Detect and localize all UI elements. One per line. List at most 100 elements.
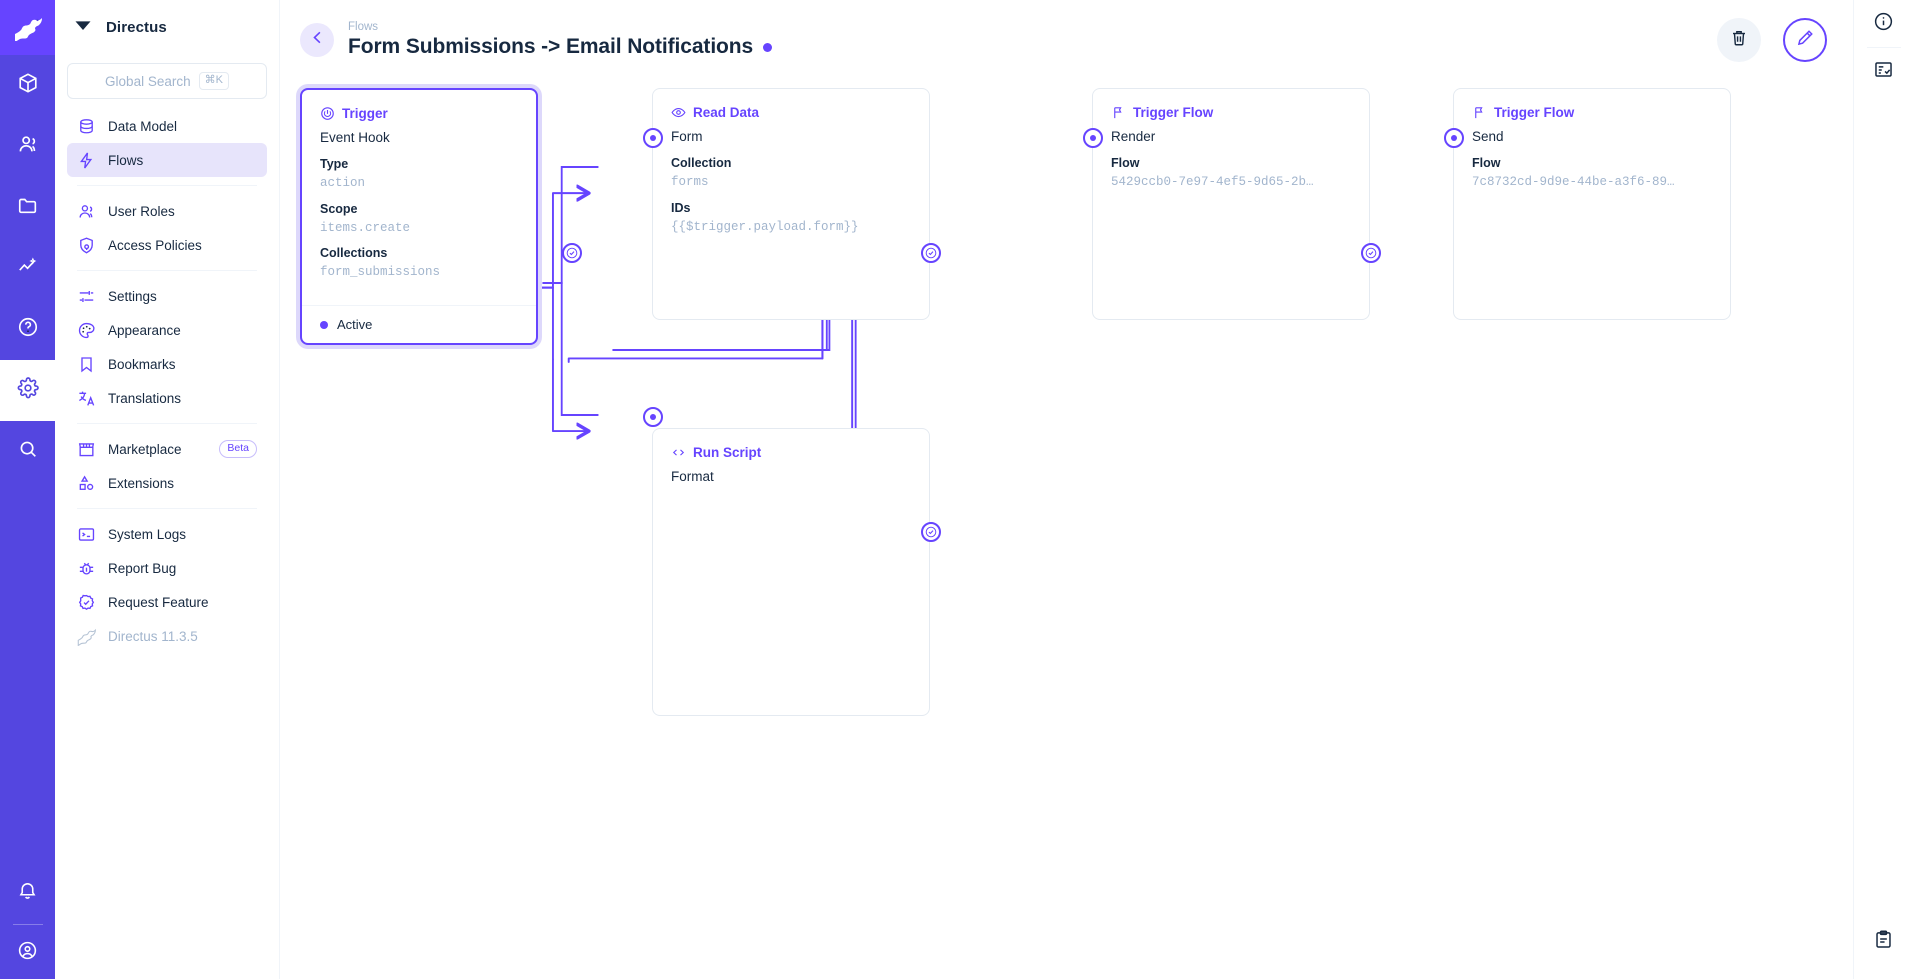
sidebar-divider xyxy=(77,508,257,509)
sidebar-item-bookmarks[interactable]: Bookmarks xyxy=(67,347,267,381)
rail-item-account[interactable] xyxy=(0,927,55,979)
node-body: Form Collection forms IDs {{$trigger.pay… xyxy=(653,120,929,260)
sidebar-item-flows[interactable]: Flows xyxy=(67,143,267,177)
info-circle-icon xyxy=(1873,11,1894,37)
port-trigger-flow-render-input[interactable] xyxy=(1083,128,1103,148)
sidebar-item-report-bug[interactable]: Report Bug xyxy=(67,551,267,585)
bolt-icon xyxy=(77,151,96,170)
sidebar-item-user-roles[interactable]: User Roles xyxy=(67,194,267,228)
field-key: Collections xyxy=(320,246,388,260)
user-circle-icon xyxy=(17,940,38,966)
sidebar-item-label: Access Policies xyxy=(108,237,202,253)
node-name: Form xyxy=(671,129,703,144)
port-dot xyxy=(1451,135,1457,141)
pencil-icon xyxy=(1795,28,1815,53)
rail-item-notifications[interactable] xyxy=(0,861,55,922)
sidebar-item-request-feature[interactable]: Request Feature xyxy=(67,585,267,619)
gear-icon xyxy=(17,377,39,404)
sidebar-item-extensions[interactable]: Extensions xyxy=(67,466,267,500)
port-trigger-resolve[interactable] xyxy=(562,243,582,263)
analytics-icon xyxy=(17,255,39,282)
shapes-icon xyxy=(77,474,96,493)
info-panel-button[interactable] xyxy=(1854,0,1913,47)
delete-flow-button[interactable] xyxy=(1717,18,1761,62)
shield-lock-icon xyxy=(77,236,96,255)
node-type-header: Trigger Flow xyxy=(1454,89,1730,120)
sidebar-item-label: Appearance xyxy=(108,322,181,338)
directus-rabbit-logo[interactable] xyxy=(0,0,55,55)
sidebar-item-label: System Logs xyxy=(108,526,187,542)
rail-item-insights-module[interactable] xyxy=(0,238,55,299)
rail-item-files-module[interactable] xyxy=(0,177,55,238)
breadcrumb[interactable]: Flows xyxy=(348,20,379,33)
port-dot xyxy=(1090,135,1096,141)
page-title: Form Submissions -> Email Notifications xyxy=(348,35,754,59)
sidebar-item-settings[interactable]: Settings xyxy=(67,279,267,313)
node-body: Format xyxy=(653,460,929,511)
power-circle-icon xyxy=(320,106,335,121)
rail-item-search-module[interactable] xyxy=(0,421,55,482)
node-type-label: Trigger Flow xyxy=(1494,105,1575,120)
sidebar-item-access-policies[interactable]: Access Policies xyxy=(67,228,267,262)
edit-flow-button[interactable] xyxy=(1783,18,1827,62)
rail-item-settings-module[interactable] xyxy=(0,360,55,421)
port-run-script-input[interactable] xyxy=(643,407,663,427)
field-key: IDs xyxy=(671,200,691,215)
status-dot-icon xyxy=(320,320,328,329)
logs-panel-button[interactable] xyxy=(1854,48,1913,95)
bug-icon xyxy=(77,559,96,578)
storefront-icon xyxy=(77,440,96,459)
sidebar-divider xyxy=(77,423,257,424)
clipboard-icon xyxy=(1873,929,1894,955)
global-search-input[interactable]: Global Search ⌘K xyxy=(67,63,267,99)
sidebar-item-label: Report Bug xyxy=(108,560,177,576)
port-trigger-flow-send-input[interactable] xyxy=(1444,128,1464,148)
page-header: Flows Form Submissions -> Email Notifica… xyxy=(280,0,1853,80)
flow-node-run-script[interactable]: Run Script Format xyxy=(652,428,930,716)
node-status-footer: Active xyxy=(302,305,536,343)
flow-node-trigger-flow-render[interactable]: Trigger Flow Render Flow 5429ccb0-7e97-4… xyxy=(1092,88,1370,320)
sliders-icon xyxy=(77,287,96,306)
field-value: {{$trigger.payload.form}} xyxy=(671,219,859,234)
rail-item-help-module[interactable] xyxy=(0,299,55,360)
sidebar-item-appearance[interactable]: Appearance xyxy=(67,313,267,347)
rail-item-users-module[interactable] xyxy=(0,116,55,177)
sidebar-item-translations[interactable]: Translations xyxy=(67,381,267,415)
eye-icon xyxy=(671,105,686,120)
port-read-data-resolve[interactable] xyxy=(921,243,941,263)
arrow-left-icon xyxy=(308,28,327,52)
sidebar-item-label: Request Feature xyxy=(108,594,209,610)
notes-panel-button[interactable] xyxy=(1854,918,1913,965)
flow-canvas[interactable]: Trigger Event Hook Type action Scope ite… xyxy=(280,80,1853,979)
sidebar-item-label: Directus 11.3.5 xyxy=(108,628,198,644)
main-content: Flows Form Submissions -> Email Notifica… xyxy=(280,0,1853,979)
node-name: Send xyxy=(1472,129,1504,144)
palette-icon xyxy=(77,321,96,340)
sidebar-item-label: Settings xyxy=(108,288,157,304)
rail-item-content-module[interactable] xyxy=(0,55,55,116)
flow-node-trigger[interactable]: Trigger Event Hook Type action Scope ite… xyxy=(300,88,538,346)
sidebar-item-system-logs[interactable]: System Logs xyxy=(67,517,267,551)
back-button[interactable] xyxy=(300,23,334,57)
flow-node-read-data[interactable]: Read Data Form Collection forms IDs {{$t… xyxy=(652,88,930,320)
code-icon xyxy=(671,445,686,460)
sidebar-item-marketplace[interactable]: Marketplace Beta xyxy=(67,432,267,466)
sidebar-item-label: Translations xyxy=(108,390,182,406)
field-value: forms xyxy=(671,175,709,190)
search-icon xyxy=(17,438,39,465)
flow-status-dot xyxy=(763,42,773,52)
port-trigger-flow-render-resolve[interactable] xyxy=(1361,243,1381,263)
node-type-label: Trigger xyxy=(342,106,388,121)
sidebar-divider xyxy=(77,270,257,271)
node-type-header: Trigger xyxy=(302,90,536,121)
port-read-data-input[interactable] xyxy=(643,128,663,148)
flow-node-trigger-flow-send[interactable]: Trigger Flow Send Flow 7c8732cd-9d9e-44b… xyxy=(1453,88,1731,320)
flag-icon xyxy=(1111,105,1126,120)
status-label: Active xyxy=(337,317,373,333)
node-type-header: Run Script xyxy=(653,429,929,460)
right-sidebar xyxy=(1853,0,1913,979)
directus-mark-icon xyxy=(73,15,93,40)
sidebar-item-data-model[interactable]: Data Model xyxy=(67,109,267,143)
search-shortcut: ⌘K xyxy=(198,71,229,91)
port-run-script-resolve[interactable] xyxy=(921,522,941,542)
